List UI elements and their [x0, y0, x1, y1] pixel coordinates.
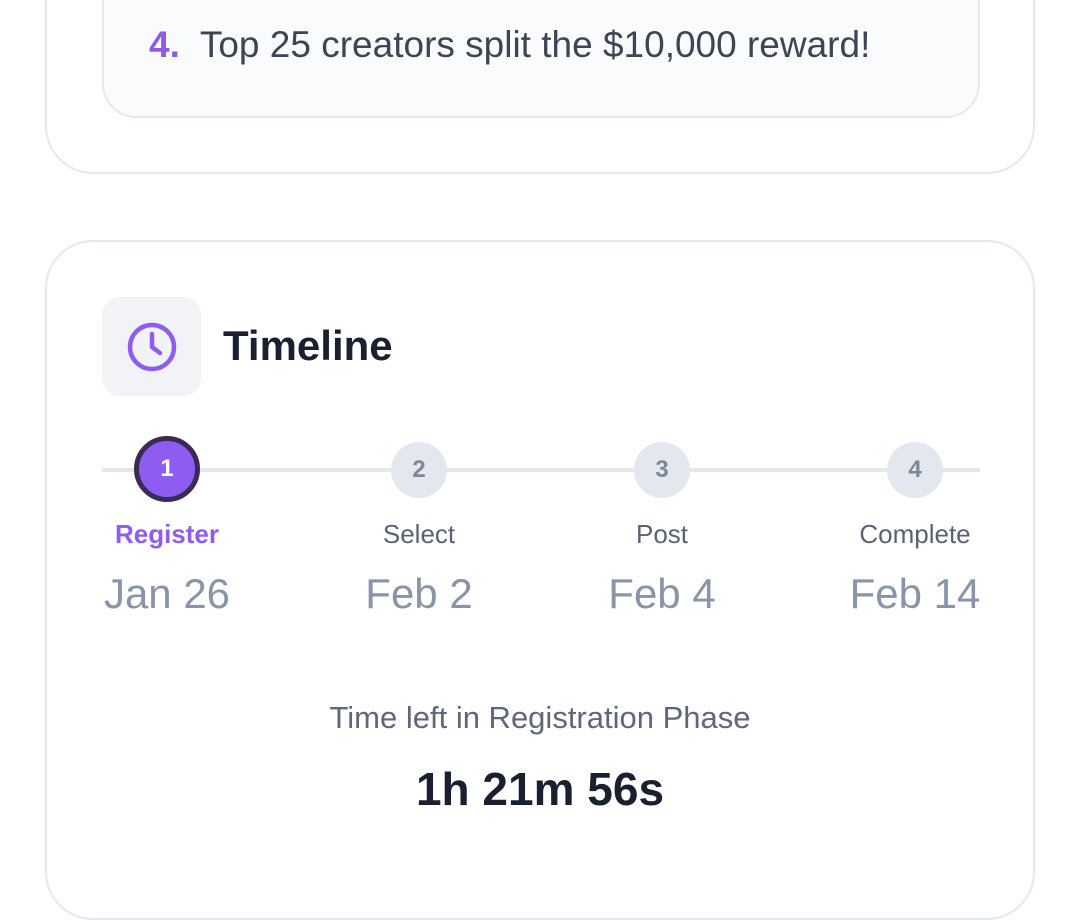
rules-list: 4. Top 25 creators split the $10,000 rew…: [102, 0, 980, 118]
timeline-icon-box: [102, 297, 201, 396]
rules-card: 4. Top 25 creators split the $10,000 rew…: [45, 0, 1035, 174]
clock-icon: [127, 322, 176, 371]
time-left-label: Time left in Registration Phase: [329, 700, 751, 735]
step-number-badge: 2: [391, 442, 447, 498]
countdown-timer: 1h 21m 56s: [415, 763, 665, 815]
step-number-badge: 3: [634, 442, 690, 498]
step-label: Select: [382, 519, 456, 549]
timeline-card: Timeline 1 Register Jan 26 2 Select Feb …: [45, 240, 1035, 920]
step-date: Jan 26: [103, 570, 231, 617]
timeline-track: [102, 468, 980, 472]
step-number-badge: 4: [887, 442, 943, 498]
step-label: Post: [635, 519, 689, 549]
rule-number: 4.: [149, 24, 180, 65]
rule-item-4: 4. Top 25 creators split the $10,000 rew…: [149, 24, 870, 66]
step-date: Feb 14: [849, 570, 981, 617]
rule-text: Top 25 creators split the $10,000 reward…: [199, 24, 871, 65]
step-number-badge: 1: [134, 436, 200, 502]
step-label: Register: [114, 519, 220, 549]
timeline-title: Timeline: [223, 322, 393, 369]
step-date: Feb 2: [365, 570, 473, 617]
step-date: Feb 4: [608, 570, 716, 617]
step-label: Complete: [859, 519, 971, 549]
